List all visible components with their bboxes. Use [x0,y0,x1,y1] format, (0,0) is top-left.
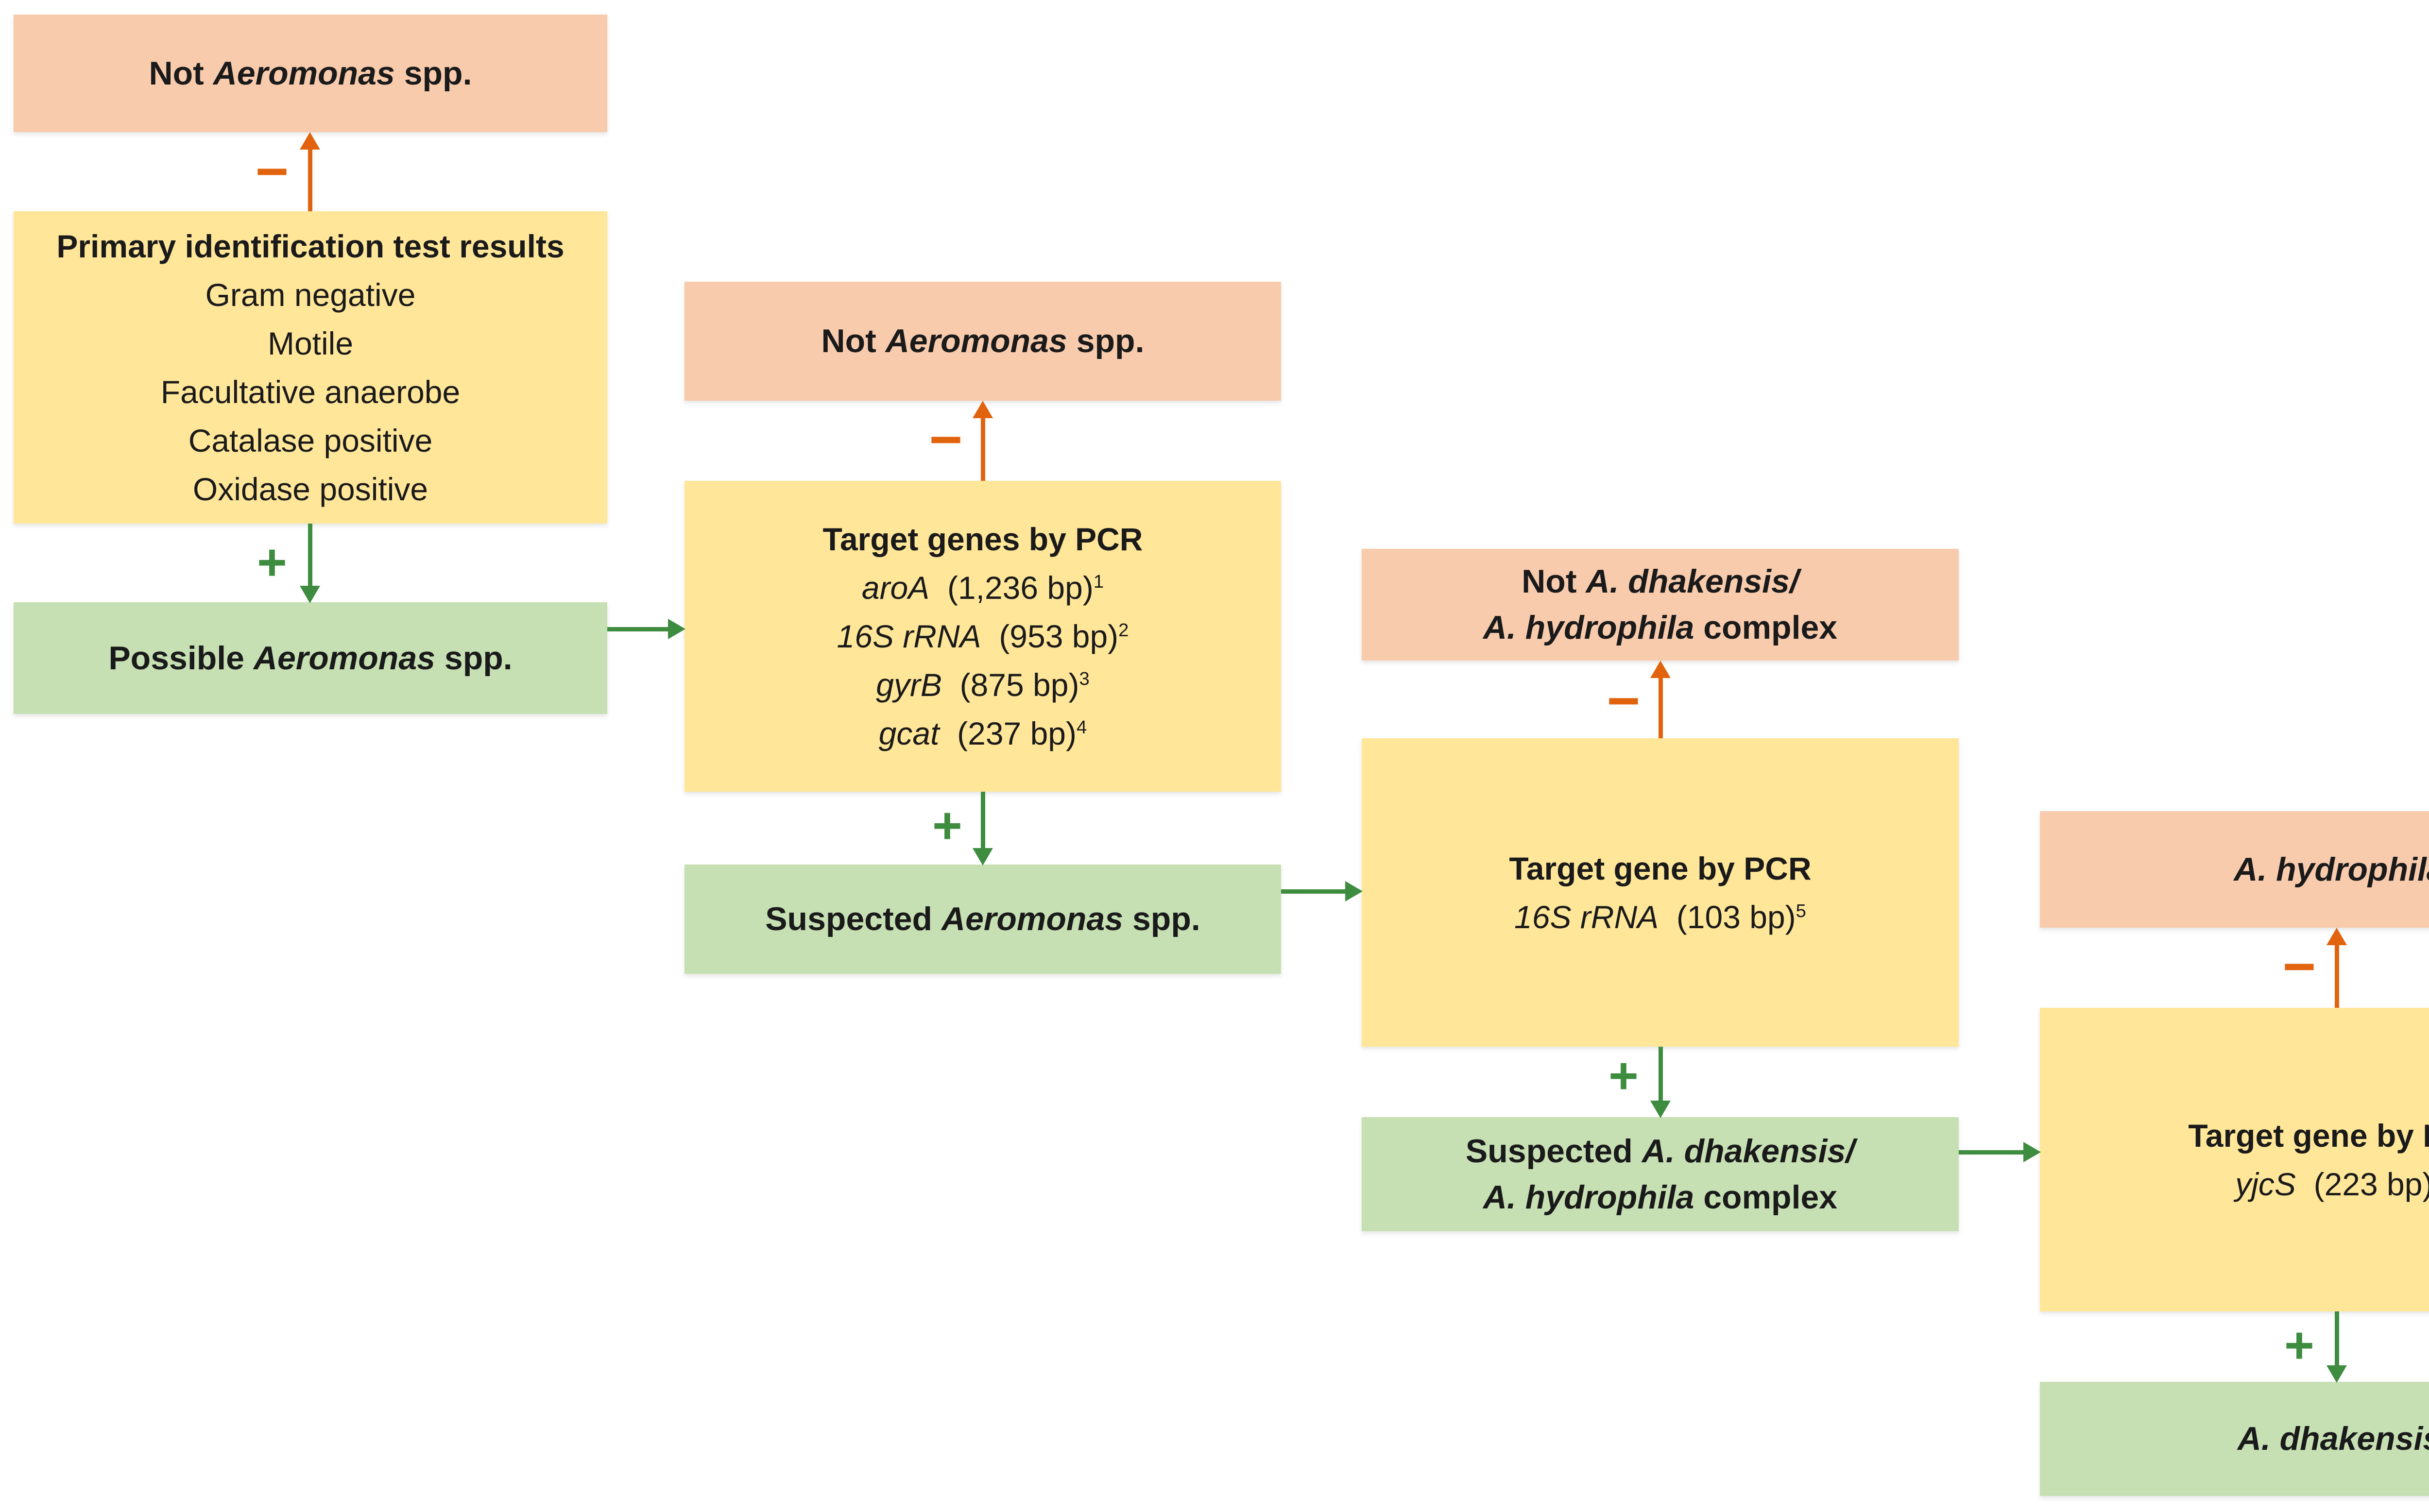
text-line: 16S rRNA (103 bp)5 [1514,899,1806,935]
flow-arrow-3-4-head [2023,1142,2041,1162]
negative-arrow-2-head [973,401,993,418]
negative-arrow-4-head [2326,928,2347,945]
text-line: Not Aeromonas spp. [821,323,1145,359]
minus-sign-3: − [1607,669,1641,733]
text-line: A. hydrophila [2234,850,2429,888]
positive-arrow-4-shaft [2335,1311,2339,1365]
text-line: Suspected A. dhakensis/ [1465,1132,1855,1170]
positive-arrow-3-shaft [1659,1047,1663,1101]
positive-arrow-2-head [973,848,993,866]
negative-arrow-1-shaft [308,149,312,211]
negative-arrow-4-shaft [2335,944,2339,1008]
text-line: gyrB (875 bp)3 [876,667,1090,703]
text-line: A. hydrophila complex [1483,609,1838,646]
text-line: Target gene by PCR [2188,1117,2429,1154]
text-line: 16S rRNA (953 bp)2 [837,618,1129,654]
text-line: Motile [267,325,354,361]
flow-arrow-1-2-shaft [607,627,668,631]
possible-aeromonas-box: Possible Aeromonas spp. [14,602,607,714]
positive-arrow-2-shaft [981,792,985,848]
text-line: Gram negative [205,276,416,313]
not-aeromonas-box-1: Not Aeromonas spp. [14,15,607,132]
positive-arrow-3-head [1650,1101,1671,1118]
text-line: Facultative anaerobe [160,374,461,410]
text-line: Oxidase positive [192,471,428,507]
plus-sign-3: + [1608,1047,1639,1104]
positive-arrow-1-head [300,586,320,603]
target-gene-16s-box: Target gene by PCR 16S rRNA (103 bp)5 [1362,738,1959,1047]
text-line: Catalase positive [188,422,433,459]
suspected-aeromonas-box: Suspected Aeromonas spp. [684,865,1281,974]
negative-arrow-3-shaft [1659,677,1663,738]
target-gene-yjcs-box: Target gene by PCR yjcS (223 bp)6 [2040,1008,2429,1311]
text-line: Suspected Aeromonas spp. [765,900,1200,937]
flow-arrow-1-2-head [668,619,685,639]
flow-arrow-2-3-shaft [1281,889,1345,894]
text-line: Not Aeromonas spp. [149,54,472,92]
negative-arrow-1-head [300,132,320,150]
not-aeromonas-box-2: Not Aeromonas spp. [684,282,1281,401]
text-line: Not A. dhakensis/ [1522,563,1799,600]
negative-arrow-2-shaft [981,417,985,481]
flow-arrow-2-3-head [1345,881,1363,901]
minus-sign-1: − [255,139,289,204]
target-genes-pcr-box: Target genes by PCR aroA (1,236 bp)1 16S r… [684,481,1281,792]
text-line: Target gene by PCR [1509,850,1812,886]
plus-sign-2: + [932,797,962,854]
minus-sign-2: − [929,408,963,472]
positive-arrow-4-head [2326,1365,2347,1383]
a-dhakensis-box: A. dhakensis [2040,1382,2429,1496]
plus-sign-4: + [2284,1316,2314,1374]
text-line: A. hydrophila complex [1483,1178,1838,1216]
text-line: A. dhakensis [2237,1420,2429,1457]
flow-arrow-3-4-shaft [1959,1150,2023,1155]
not-dhakensis-hydrophila-box: Not A. dhakensis/A. hydrophila complex [1362,549,1959,661]
minus-sign-4: − [2282,934,2316,999]
positive-arrow-1-shaft [308,524,312,586]
plus-sign-1: + [257,533,287,591]
text-line: Target genes by PCR [822,521,1143,557]
negative-arrow-3-head [1650,661,1671,678]
a-hydrophila-box: A. hydrophila [2040,811,2429,928]
text-line: Primary identification test results [56,228,564,264]
suspected-dhakensis-hydrophila-box: Suspected A. dhakensis/A. hydrophila com… [1362,1117,1959,1231]
text-line: Possible Aeromonas spp. [108,639,513,677]
text-line: gcat (237 bp)4 [878,715,1087,751]
text-line: aroA (1,236 bp)1 [861,570,1104,606]
text-line: yjcS (223 bp)6 [2235,1166,2429,1202]
